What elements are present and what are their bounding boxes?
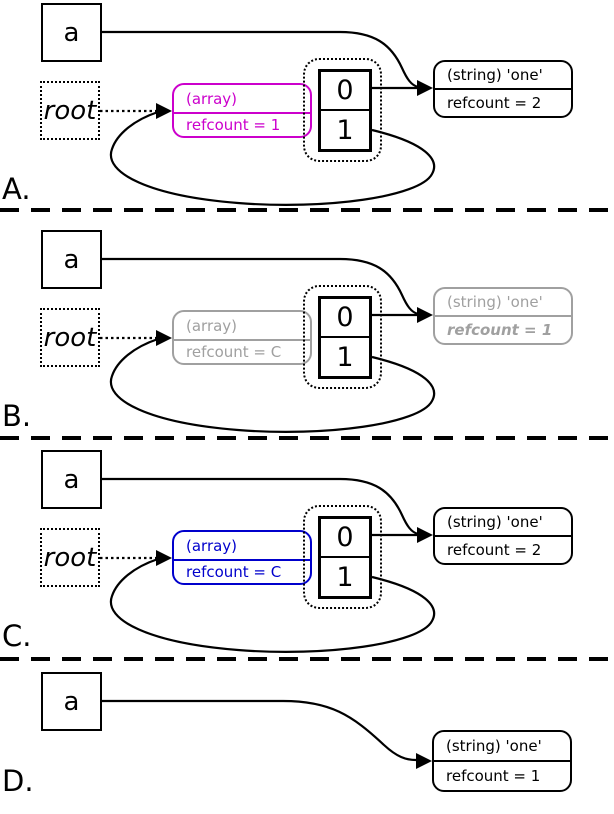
string-refcount-label: refcount = 1 (447, 321, 553, 339)
array-node: (array) refcount = 1 (172, 83, 312, 138)
string-refcount-label: refcount = 2 (447, 541, 542, 559)
cell-1: 1 (336, 114, 354, 146)
array-cells: 0 1 (318, 296, 372, 379)
root-label: root (43, 95, 97, 126)
arrowhead-string (417, 527, 433, 543)
variable-name: a (63, 464, 80, 495)
root-box: root (40, 81, 100, 140)
array-node: (array) refcount = C (172, 310, 312, 365)
string-node: (string) 'one' refcount = 1 (432, 730, 572, 792)
array-type-label: (array) (174, 85, 310, 114)
string-type-label: (string) 'one' (435, 289, 571, 317)
cell-1: 1 (336, 561, 354, 593)
string-node: (string) 'one' refcount = 1 (433, 287, 573, 345)
root-box: root (40, 308, 100, 367)
panel-D: a (string) 'one' refcount = 1 D. (0, 660, 614, 814)
root-label: root (43, 322, 97, 353)
arrow-a-to-string (102, 699, 417, 762)
string-type-label: (string) 'one' (434, 732, 570, 762)
string-type-label: (string) 'one' (435, 509, 571, 537)
string-refcount-label: refcount = 2 (447, 94, 542, 112)
cell-1: 1 (336, 341, 354, 373)
cell-0: 0 (321, 72, 369, 111)
panel-label: A. (2, 172, 31, 206)
arrowhead-array (156, 330, 172, 346)
panel-A: a root (array) refcount = 1 0 1 (string)… (0, 0, 614, 211)
arrowhead-string (416, 753, 432, 769)
dashed-separator-2 (0, 436, 614, 440)
root-label: root (43, 542, 97, 573)
cell-0: 0 (321, 519, 369, 558)
panel-label: B. (2, 399, 32, 433)
cell-0: 0 (321, 299, 369, 338)
variable-name: a (63, 686, 80, 717)
array-refcount-label: refcount = C (186, 343, 282, 361)
variable-name: a (63, 17, 80, 48)
panel-B: a root (array) refcount = C 0 1 (string)… (0, 227, 614, 438)
string-refcount-label: refcount = 1 (446, 767, 541, 785)
array-cells: 0 1 (318, 69, 372, 152)
string-type-label: (string) 'one' (435, 62, 571, 90)
arrowhead-string (417, 80, 433, 96)
root-box: root (40, 528, 100, 587)
string-node: (string) 'one' refcount = 2 (433, 60, 573, 118)
arrowhead-array (156, 103, 172, 119)
variable-box: a (41, 3, 102, 62)
arrowhead-array (156, 550, 172, 566)
array-node: (array) refcount = C (172, 530, 312, 585)
panel-label: C. (2, 619, 32, 653)
array-refcount-label: refcount = C (186, 563, 282, 581)
arrowhead-string (417, 307, 433, 323)
panel-label: D. (2, 764, 34, 798)
panel-C: a root (array) refcount = C 0 1 (string)… (0, 447, 614, 658)
dashed-separator-1 (0, 208, 614, 212)
variable-box: a (41, 450, 102, 509)
array-cells: 0 1 (318, 516, 372, 599)
dashed-separator-3 (0, 657, 614, 661)
string-node: (string) 'one' refcount = 2 (433, 507, 573, 565)
variable-name: a (63, 244, 80, 275)
variable-box: a (41, 672, 102, 731)
variable-box: a (41, 230, 102, 289)
array-refcount-label: refcount = 1 (186, 116, 281, 134)
array-type-label: (array) (174, 532, 310, 561)
array-type-label: (array) (174, 312, 310, 341)
